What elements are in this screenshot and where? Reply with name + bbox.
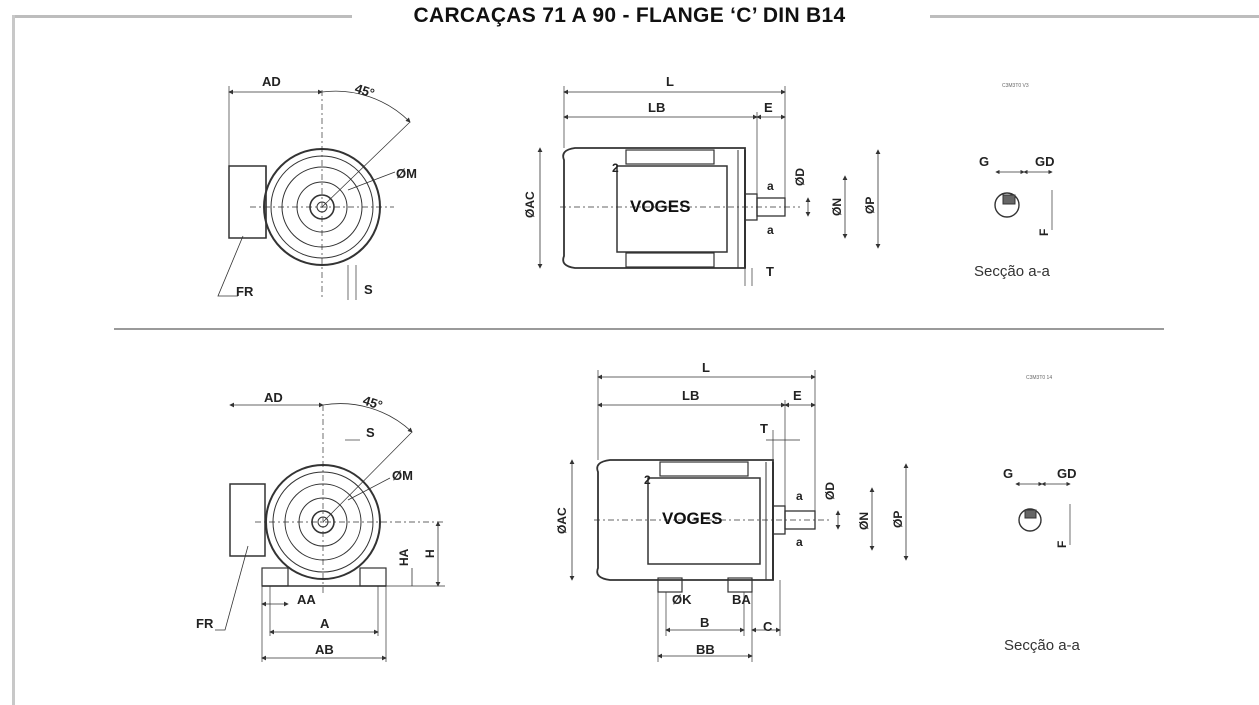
- label-e: E: [793, 388, 802, 403]
- section-divider: [114, 328, 1164, 330]
- label-ha: HA: [397, 548, 411, 566]
- page-title-text: CARCAÇAS 71 A 90 - FLANGE ‘C’ DIN B14: [397, 4, 862, 27]
- drawing-code: C3M3T0 14: [1026, 375, 1052, 381]
- label-f: F: [1037, 229, 1051, 236]
- label-t: T: [766, 264, 774, 279]
- top-section-view: [994, 169, 1053, 230]
- label-b: B: [700, 615, 709, 630]
- label-g: G: [1003, 466, 1013, 481]
- label-aa: AA: [297, 592, 316, 607]
- label-k: ØK: [672, 592, 692, 607]
- label-bb: BB: [696, 642, 715, 657]
- label-lb: LB: [682, 388, 699, 403]
- label-fr: FR: [196, 616, 214, 631]
- label-t: T: [760, 421, 768, 436]
- label-n: ØN: [830, 198, 844, 216]
- drawing-code: C3M3T0 V3: [1002, 83, 1029, 89]
- label-lb: LB: [648, 100, 665, 115]
- label-terminal-number: 2: [644, 473, 651, 487]
- label-l: L: [702, 360, 710, 375]
- label-terminal-number: 2: [612, 161, 619, 175]
- label-h: H: [423, 549, 437, 558]
- label-ac: ØAC: [523, 191, 537, 218]
- page-title: CARCAÇAS 71 A 90 - FLANGE ‘C’ DIN B14: [0, 4, 1259, 28]
- label-gd: GD: [1057, 466, 1077, 481]
- label-g: G: [979, 154, 989, 169]
- label-a: A: [320, 616, 330, 631]
- label-m: ØM: [396, 166, 417, 181]
- section-caption: Secção a-a: [974, 263, 1051, 280]
- label-d: ØD: [793, 168, 807, 186]
- label-c: C: [763, 619, 773, 634]
- label-a-bottom: a: [767, 223, 774, 237]
- voges-logo: VOGES: [630, 197, 690, 216]
- voges-logo: VOGES: [662, 509, 722, 528]
- label-s: S: [366, 425, 375, 440]
- label-angle: 45°: [361, 393, 384, 413]
- label-s: S: [364, 282, 373, 297]
- label-p: ØP: [863, 197, 877, 214]
- label-angle: 45°: [353, 81, 376, 101]
- label-a-bottom: a: [796, 535, 803, 549]
- label-a-top: a: [796, 489, 803, 503]
- top-front-view: [217, 86, 411, 300]
- top-side-labels: L LB E ØAC ØD ØN ØP T a a VOGES 2: [523, 74, 877, 279]
- section-caption: Secção a-a: [1004, 637, 1081, 654]
- label-gd: GD: [1035, 154, 1055, 169]
- bottom-side-view: [569, 370, 909, 662]
- top-side-view: [537, 86, 881, 286]
- label-e: E: [764, 100, 773, 115]
- title-rule-left: [12, 15, 352, 18]
- bottom-side-labels: L LB E T ØAC ØD ØN ØP a a VOGES 2 ØK BA …: [555, 360, 905, 657]
- bottom-front-labels: AD 45° S ØM HA H AA FR A AB: [196, 390, 437, 657]
- label-n: ØN: [857, 512, 871, 530]
- sheet-left-border: [12, 15, 15, 705]
- label-f: F: [1055, 541, 1069, 548]
- label-l: L: [666, 74, 674, 89]
- bottom-section-view: [1015, 481, 1071, 545]
- top-front-labels: AD 45° ØM FR S: [236, 74, 417, 299]
- top-section-labels: C3M3T0 V3 G GD F Secção a-a: [974, 83, 1055, 280]
- bottom-section-labels: C3M3T0 14 G GD F Secção a-a: [1003, 375, 1081, 654]
- bottom-front-view: [215, 402, 445, 662]
- label-fr: FR: [236, 284, 254, 299]
- label-d: ØD: [823, 482, 837, 500]
- label-ad: AD: [262, 74, 281, 89]
- label-ab: AB: [315, 642, 334, 657]
- label-ba: BA: [732, 592, 751, 607]
- title-rule-right: [930, 15, 1259, 18]
- label-ac: ØAC: [555, 507, 569, 534]
- label-p: ØP: [891, 511, 905, 528]
- label-a-top: a: [767, 179, 774, 193]
- label-m: ØM: [392, 468, 413, 483]
- label-ad: AD: [264, 390, 283, 405]
